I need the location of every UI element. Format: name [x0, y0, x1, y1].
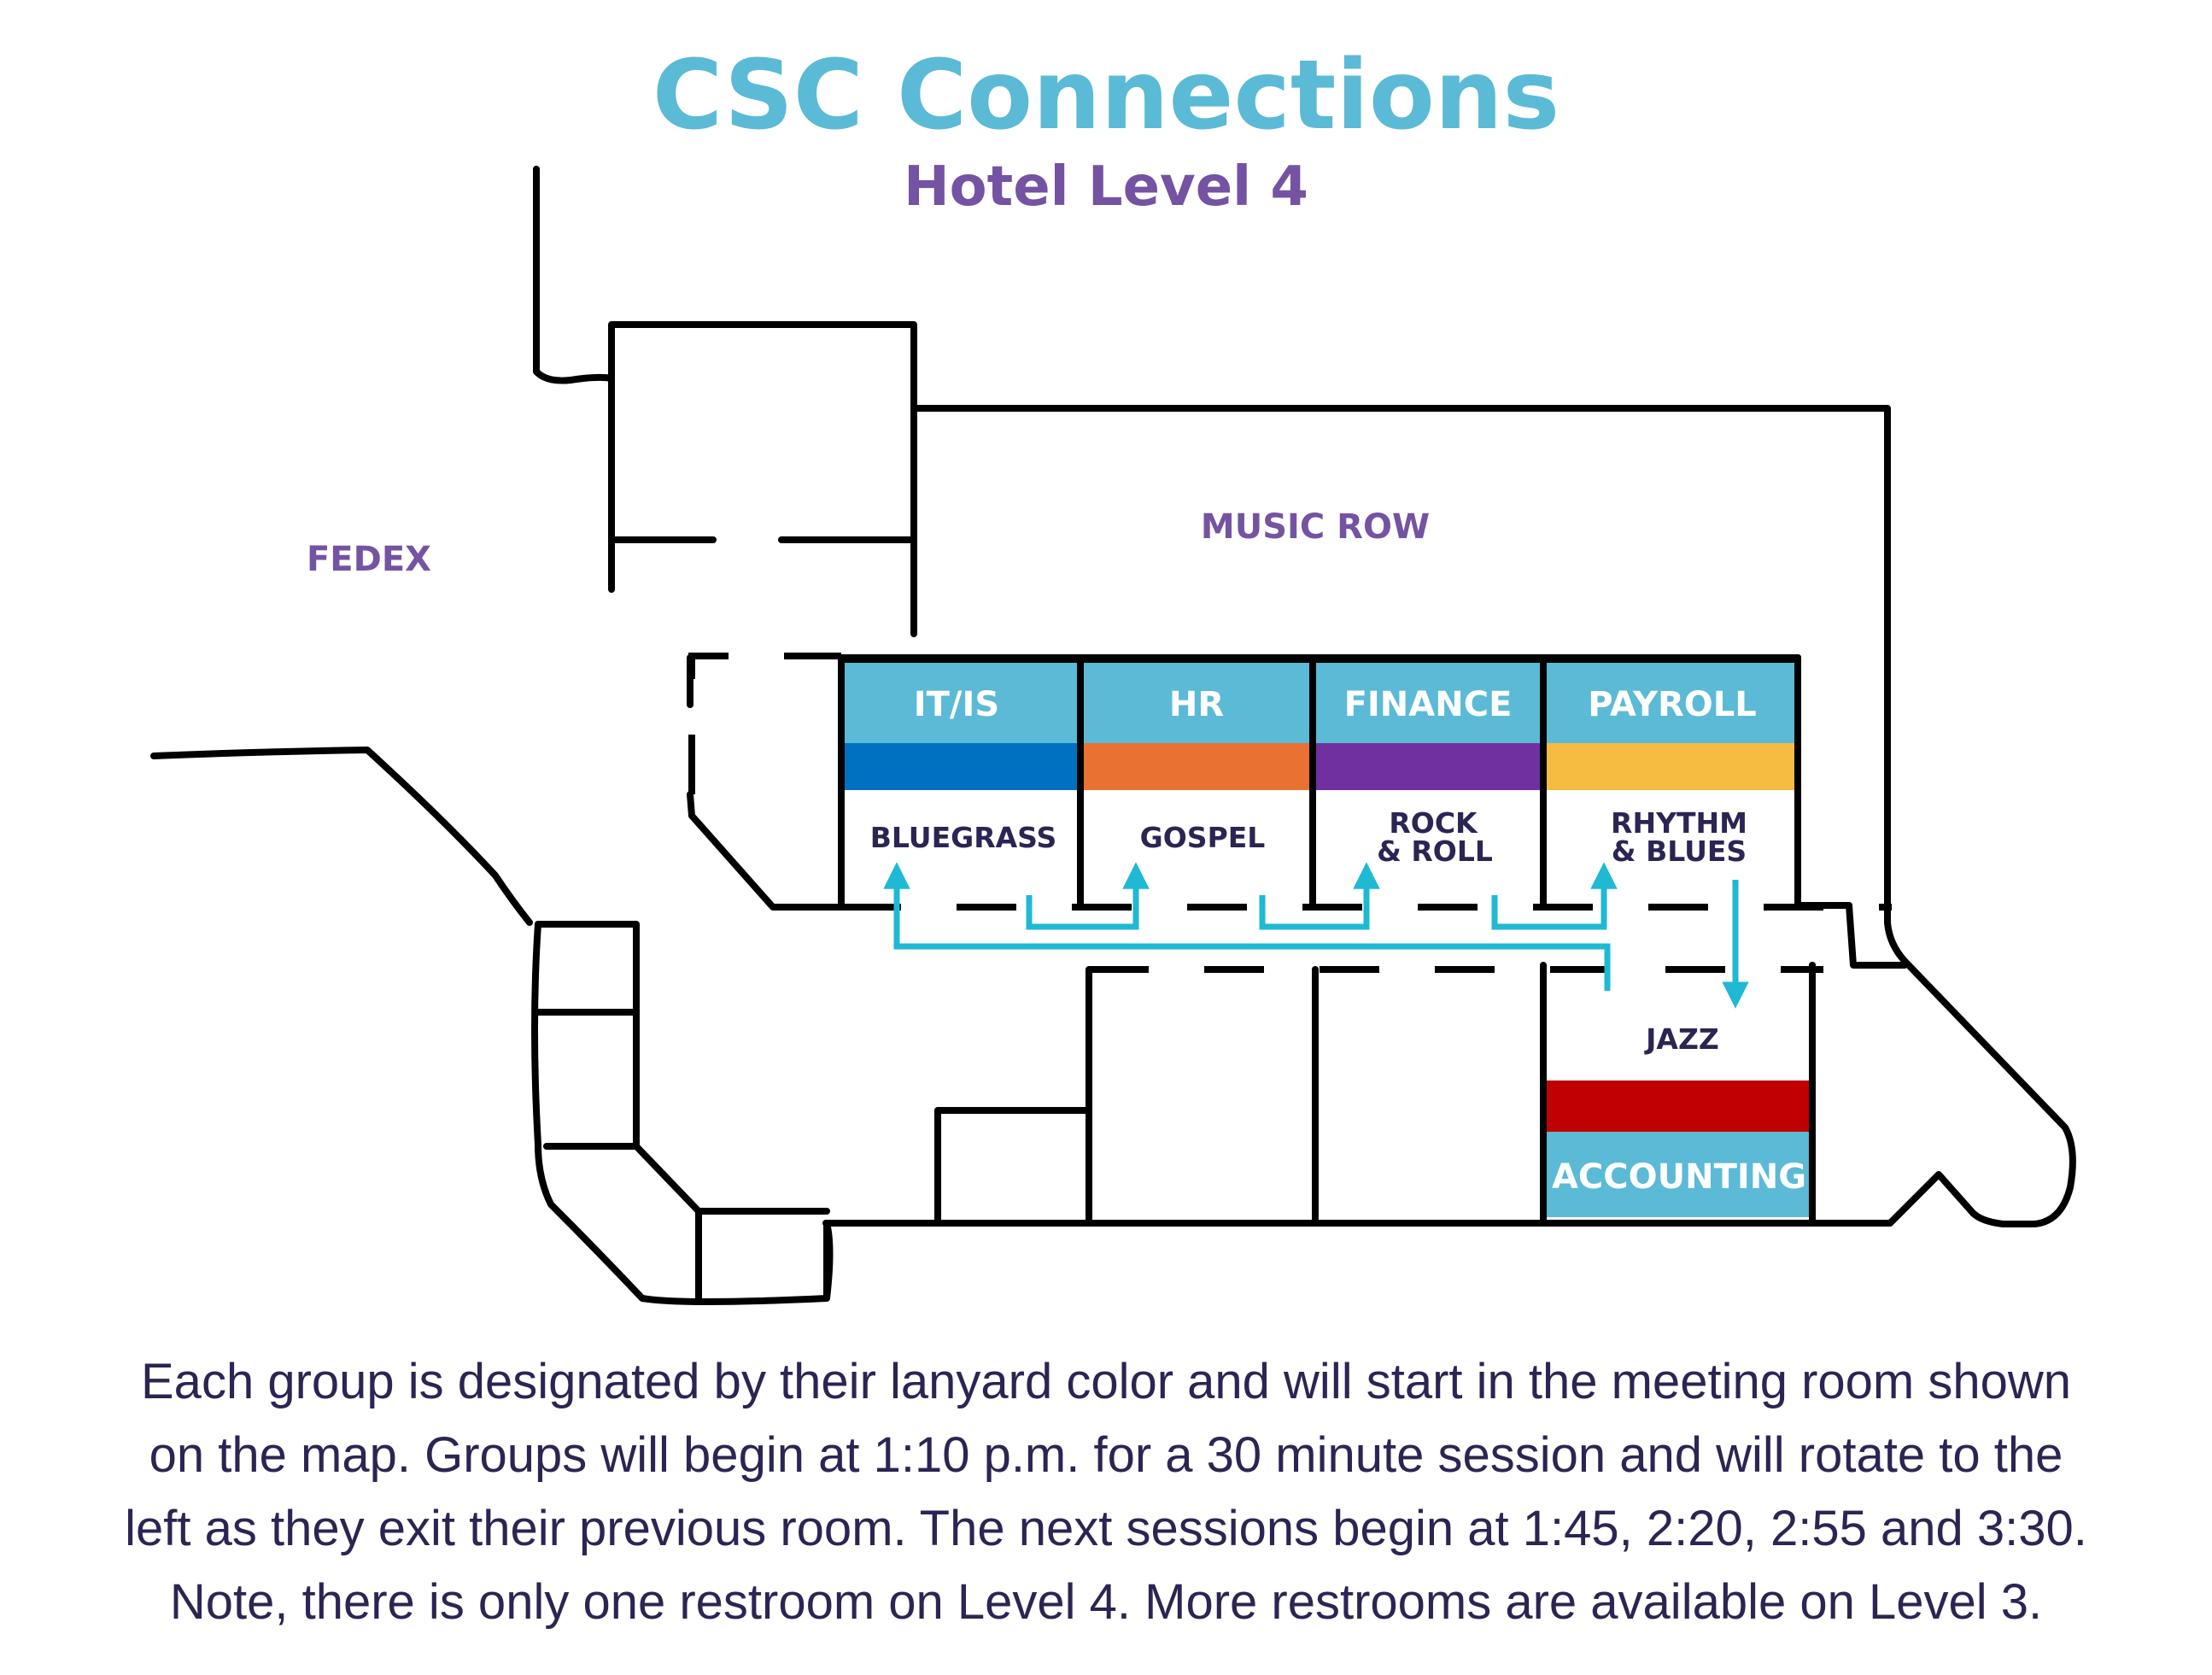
caption-line: Each group is designated by their lanyar…	[141, 1354, 2071, 1409]
arrow-to-bluegrass	[883, 862, 1611, 991]
arrow-to-gospel	[1026, 862, 1150, 930]
finance-header-band	[1313, 658, 1543, 743]
room-department-accounting: ACCOUNTING	[1552, 1157, 1806, 1197]
caption-line: Note, there is only one restroom on Leve…	[169, 1574, 2043, 1630]
room-color-bands	[841, 658, 1812, 1217]
arrow-to-rock-roll	[1259, 862, 1380, 930]
room-department-payroll: PAYROLL	[1588, 685, 1757, 724]
room-department-itis: IT/IS	[914, 685, 999, 724]
music-row-label: MUSIC ROW	[1201, 507, 1430, 547]
itis-lanyard-band	[841, 743, 1080, 790]
room-name-jazz: JAZZ	[1644, 1022, 1719, 1056]
finance-lanyard-band	[1313, 743, 1543, 790]
caption-line: left as they exit their previous room. T…	[125, 1501, 2087, 1556]
rotation-arrows	[883, 862, 1749, 1009]
arrow-to-rhythm-blues	[1491, 862, 1618, 930]
map-title: CSC Connections	[652, 40, 1560, 151]
room-name-rock-line1: ROCK	[1389, 806, 1478, 840]
accounting-lanyard-band	[1543, 1081, 1812, 1132]
room-department-hr: HR	[1169, 685, 1224, 724]
floor-walls	[150, 166, 2076, 1305]
room-name-gospel: GOSPEL	[1140, 821, 1266, 854]
fedex-label: FEDEX	[307, 540, 431, 579]
room-name-rock-line2: & ROLL	[1377, 835, 1493, 868]
hr-header-band	[1080, 658, 1313, 743]
caption-line: on the map. Groups will begin at 1:10 p.…	[149, 1427, 2063, 1483]
accounting-header-band	[1543, 1132, 1812, 1217]
room-department-finance: FINANCE	[1344, 685, 1513, 724]
payroll-lanyard-band	[1543, 743, 1798, 790]
map-subtitle: Hotel Level 4	[904, 155, 1308, 219]
instructions-caption: Each group is designated by their lanyar…	[51, 1345, 2161, 1639]
hr-lanyard-band	[1080, 743, 1313, 790]
itis-header-band	[841, 658, 1080, 743]
doorways	[688, 653, 1892, 973]
payroll-header-band	[1543, 658, 1798, 743]
room-name-rhythm-line1: RHYTHM	[1611, 806, 1747, 840]
room-name-rhythm-line2: & BLUES	[1612, 835, 1747, 868]
room-name-bluegrass: BLUEGRASS	[870, 821, 1056, 854]
